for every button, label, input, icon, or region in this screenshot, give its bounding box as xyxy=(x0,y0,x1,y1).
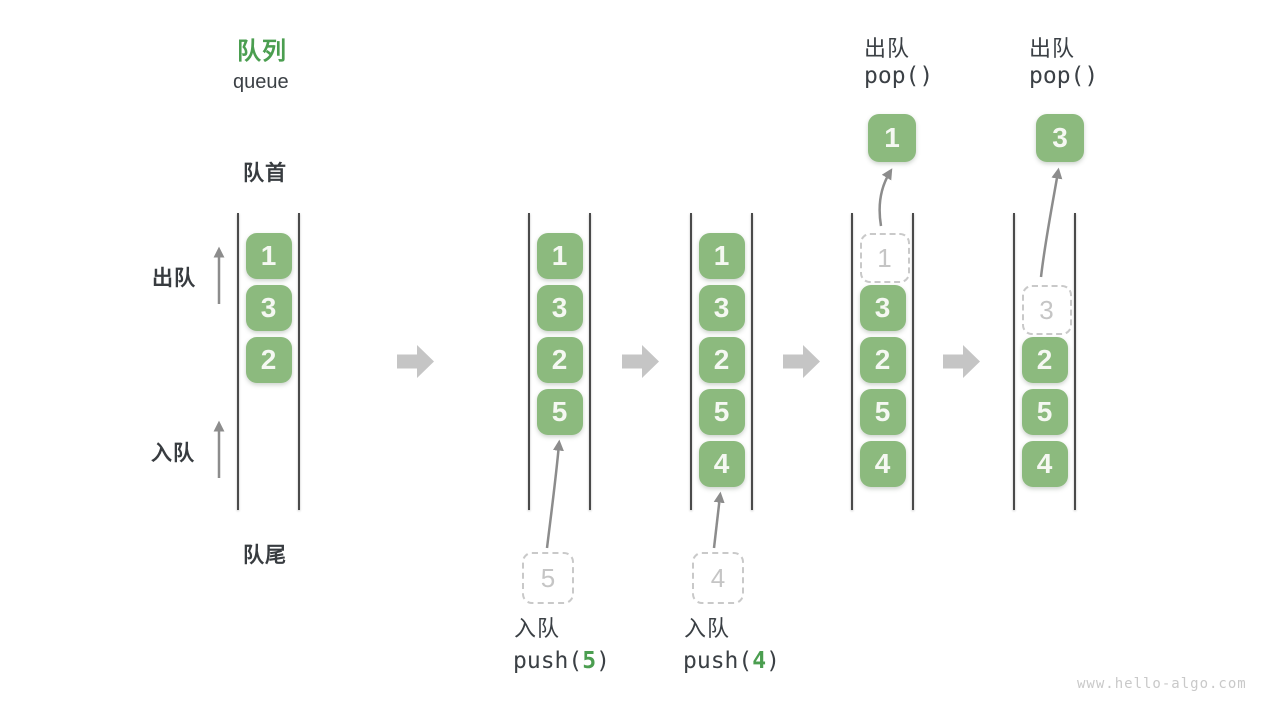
queue-wall-right xyxy=(751,213,753,510)
queue-item: 2 xyxy=(698,337,745,383)
dequeue-caption-code: pop() xyxy=(1029,63,1099,89)
queue-item: 4 xyxy=(698,441,745,487)
queue-item: 3 xyxy=(698,285,745,331)
queue-item: 5 xyxy=(859,389,906,435)
incoming-item-ghost: 4 xyxy=(692,552,744,604)
step-arrow-icon xyxy=(397,345,434,378)
enqueue-caption-code: push(5) xyxy=(513,648,610,674)
push-5-arrow-icon xyxy=(545,439,564,549)
queue-wall-left xyxy=(690,213,692,510)
queue-item: 2 xyxy=(536,337,583,383)
step-arrow-icon xyxy=(622,345,659,378)
queue-wall-left xyxy=(851,213,853,510)
dequeue-caption-code: pop() xyxy=(864,63,934,89)
enqueue-caption-label: 入队 xyxy=(684,616,731,641)
push-4-arrow-icon xyxy=(712,491,725,549)
queue-item: 3 xyxy=(245,285,292,331)
popped-item: 1 xyxy=(868,114,916,162)
pop-3-arrow-icon xyxy=(1039,167,1063,278)
diagram-title-zh: 队列 xyxy=(237,38,287,65)
queue-item: 1 xyxy=(536,233,583,279)
queue-item: 5 xyxy=(1021,389,1068,435)
dequeue-side-label: 出队 xyxy=(152,267,196,290)
diagram-title-en: queue xyxy=(233,71,289,93)
queue-item: 1 xyxy=(698,233,745,279)
watermark: www.hello-algo.com xyxy=(1077,676,1247,692)
step-arrow-icon xyxy=(943,345,980,378)
queue-item-ghost: 1 xyxy=(859,233,910,283)
queue-wall-right xyxy=(589,213,591,510)
incoming-item-ghost: 5 xyxy=(522,552,574,604)
enqueue-caption-label: 入队 xyxy=(514,616,561,641)
dequeue-caption-label: 出队 xyxy=(1029,36,1076,61)
queue-wall-left xyxy=(528,213,530,510)
step-arrow-icon xyxy=(783,345,820,378)
queue-item: 3 xyxy=(536,285,583,331)
queue-wall-right xyxy=(912,213,914,510)
queue-item: 4 xyxy=(859,441,906,487)
queue-wall-left xyxy=(237,213,239,510)
queue-item: 4 xyxy=(1021,441,1068,487)
queue-wall-left xyxy=(1013,213,1015,510)
enqueue-caption-code: push(4) xyxy=(683,648,780,674)
queue-item: 2 xyxy=(859,337,906,383)
queue-item: 1 xyxy=(245,233,292,279)
dequeue-caption-label: 出队 xyxy=(864,36,911,61)
queue-rear-label: 队尾 xyxy=(243,544,287,567)
queue-item: 2 xyxy=(1021,337,1068,383)
queue-wall-right xyxy=(1074,213,1076,510)
queue-wall-right xyxy=(298,213,300,510)
enqueue-side-label: 入队 xyxy=(151,442,195,465)
queue-item: 3 xyxy=(859,285,906,331)
popped-item: 3 xyxy=(1036,114,1084,162)
queue-item: 5 xyxy=(536,389,583,435)
pop-1-arrow-icon xyxy=(878,168,893,227)
queue-front-label: 队首 xyxy=(243,162,287,185)
queue-item-ghost: 3 xyxy=(1021,285,1072,335)
queue-item: 5 xyxy=(698,389,745,435)
queue-item: 2 xyxy=(245,337,292,383)
